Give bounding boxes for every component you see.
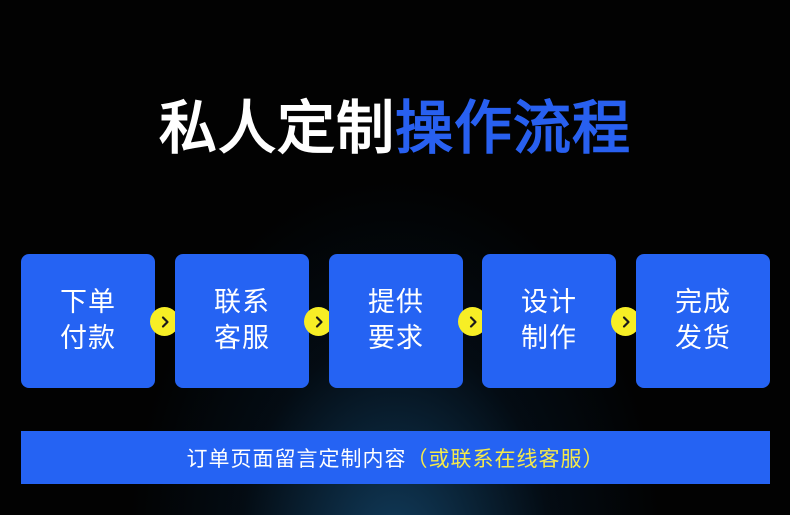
chevron-right-icon [304,307,333,336]
step-3-line-1: 提供 [368,287,424,318]
step-card-4: 设计 制作 [482,254,616,388]
instruction-bar: 订单页面留言定制内容（或联系在线客服） [21,431,770,484]
title-white-part: 私人定制 [158,94,395,162]
chevron-right-icon [611,307,640,336]
step-5-line-1: 完成 [675,287,731,318]
step-card-5: 完成 发货 [636,254,770,388]
step-2-line-2: 客服 [214,323,270,354]
step-card-1: 下单 付款 [21,254,155,388]
step-card-3: 提供 要求 [329,254,463,388]
step-4-line-1: 设计 [521,287,577,318]
page-title: 私人定制操作流程 [0,88,790,168]
step-3-line-2: 要求 [368,323,424,354]
step-1-line-2: 付款 [60,323,116,354]
step-1-line-1: 下单 [60,287,116,318]
step-2-line-1: 联系 [214,287,270,318]
instruction-main-text: 订单页面留言定制内容 [186,446,407,471]
chevron-right-icon [150,307,179,336]
step-card-2: 联系 客服 [175,254,309,388]
title-blue-part: 操作流程 [395,94,632,162]
instruction-note-text: （或联系在线客服） [406,446,605,471]
step-5-line-2: 发货 [675,323,731,354]
step-4-line-2: 制作 [521,323,577,354]
